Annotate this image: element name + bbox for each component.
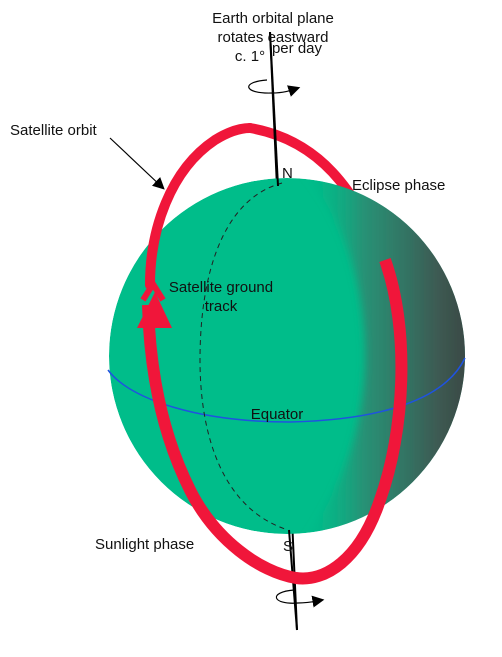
orbit-direction-arrow-icon xyxy=(137,292,172,328)
sunlight-phase-label: Sunlight phase xyxy=(95,536,194,553)
orbit-front xyxy=(142,257,408,585)
rotation-label-line3: c. 1° xyxy=(235,48,265,65)
north-pole-label: N xyxy=(282,165,293,182)
satellite-orbit-pointer xyxy=(109,137,165,190)
axis-north-segment xyxy=(269,31,279,187)
earth xyxy=(109,178,465,534)
south-pole-label: S xyxy=(283,538,293,555)
satellite-orbit-label: Satellite orbit xyxy=(10,122,98,139)
rotation-label-line1: Earth orbital plane xyxy=(212,10,334,27)
eclipse-phase-label: Eclipse phase xyxy=(352,177,445,194)
orbit-left-upper xyxy=(145,123,255,290)
ground-track xyxy=(199,182,289,531)
equator-label: Equator xyxy=(251,406,304,423)
equator-line xyxy=(107,357,466,423)
rotation-label-line2: rotates eastward xyxy=(218,29,329,46)
bottom-rotation-arrow-icon xyxy=(275,589,325,608)
rotation-label-line4: per day xyxy=(272,40,323,57)
ground-track-label-line1: Satellite ground xyxy=(169,279,273,296)
top-rotation-arrow-icon xyxy=(248,79,301,97)
ground-track-label-line2: track xyxy=(205,298,238,315)
